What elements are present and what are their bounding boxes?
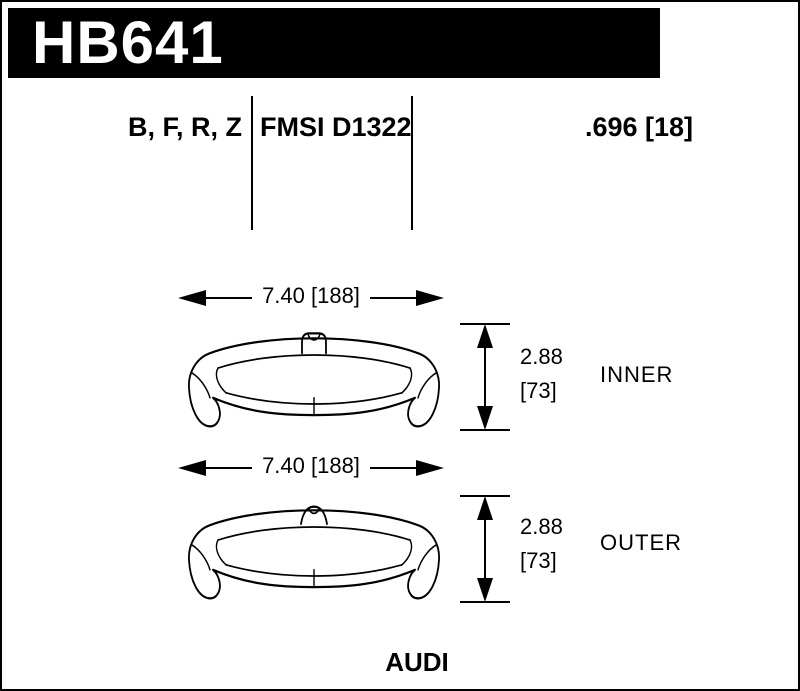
arrow-up-icon <box>477 496 493 520</box>
arrow-down-icon <box>477 406 493 430</box>
outer-width-dimension: 7.40 [188] <box>178 455 444 481</box>
arrow-up-icon <box>477 324 493 348</box>
arrow-left-icon <box>178 460 206 476</box>
extension-line-bottom <box>460 429 510 431</box>
part-number: HB641 <box>32 9 224 76</box>
inner-height-mm: [73] <box>520 378 557 403</box>
outer-width-label: 7.40 [188] <box>262 453 360 478</box>
outer-height-mm: [73] <box>520 548 557 573</box>
vehicle-label: AUDI <box>385 647 449 677</box>
brake-pad-inner-drawing <box>188 332 440 428</box>
dimension-line <box>484 520 486 578</box>
spec-divider-1 <box>251 96 253 230</box>
dimension-line <box>484 348 486 406</box>
outer-height-in: 2.88 <box>520 514 563 539</box>
dimension-line <box>206 467 253 469</box>
arrow-right-icon <box>416 460 444 476</box>
dimension-line <box>369 467 416 469</box>
arrow-right-icon <box>416 290 444 306</box>
compound-codes: B, F, R, Z <box>128 112 242 142</box>
fmsi-number: FMSI D1322 <box>260 112 412 142</box>
brake-pad-outer-drawing <box>188 505 440 600</box>
inner-height-in: 2.88 <box>520 344 563 369</box>
outer-height-dimension <box>477 496 493 602</box>
spec-divider-2 <box>411 96 413 230</box>
inner-width-label: 7.40 [188] <box>262 283 360 308</box>
inner-width-dimension: 7.40 [188] <box>178 285 444 311</box>
arrow-left-icon <box>178 290 206 306</box>
arrow-down-icon <box>477 578 493 602</box>
extension-line-bottom <box>460 601 510 603</box>
header-bar: HB641 <box>8 8 660 78</box>
outer-label: OUTER <box>600 530 682 555</box>
dimension-line <box>369 297 416 299</box>
inner-label: INNER <box>600 362 674 387</box>
dimension-line <box>206 297 253 299</box>
inner-height-dimension <box>477 324 493 430</box>
pad-thickness: .696 [18] <box>584 112 694 142</box>
